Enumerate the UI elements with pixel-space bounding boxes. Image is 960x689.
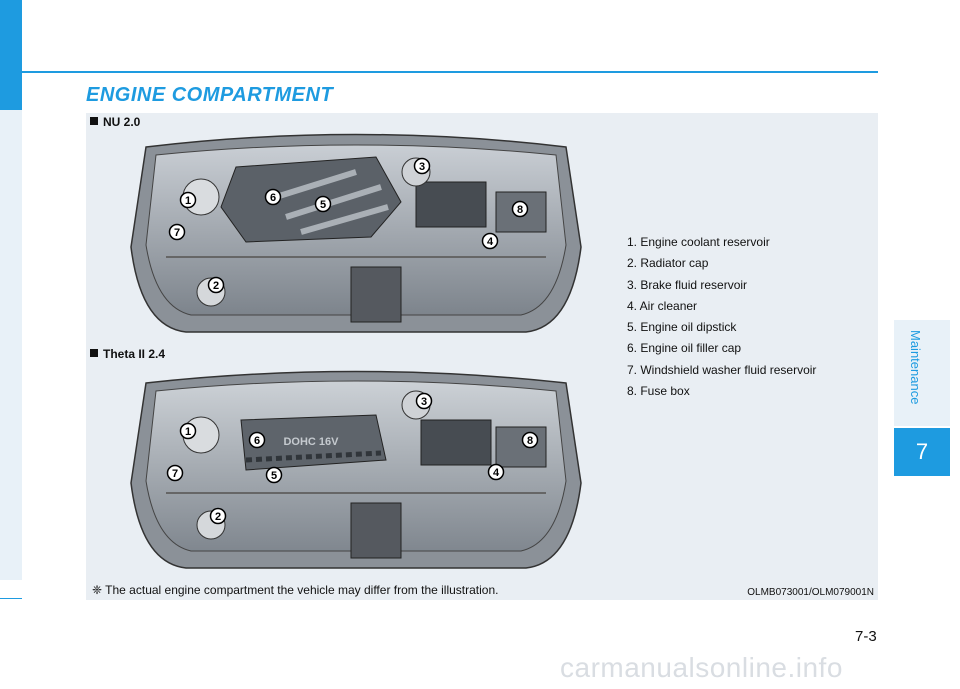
- callout-5: 5: [314, 195, 332, 213]
- legend-item: 7. Windshield washer fluid reservoir: [627, 362, 817, 377]
- callout-4: 4: [481, 232, 499, 250]
- left-accent-bar: [0, 0, 22, 110]
- svg-text:3: 3: [419, 161, 425, 173]
- callout-1: 1: [179, 422, 197, 440]
- svg-text:3: 3: [421, 396, 427, 408]
- callout-7: 7: [168, 223, 186, 241]
- bullet-square-icon: [90, 349, 98, 357]
- svg-text:6: 6: [270, 192, 276, 204]
- chapter-side-tab: Maintenance: [894, 320, 950, 426]
- callout-3: 3: [415, 392, 433, 410]
- svg-text:8: 8: [517, 204, 523, 216]
- svg-text:8: 8: [527, 435, 533, 447]
- callouts-nu: 1 2 3 4 5 6 7 8: [168, 157, 529, 294]
- left-margin-strip: [0, 0, 22, 580]
- svg-text:7: 7: [172, 468, 178, 480]
- page-title: ENGINE COMPARTMENT: [86, 84, 334, 106]
- callout-7: 7: [166, 464, 184, 482]
- svg-text:7: 7: [174, 227, 180, 239]
- bottom-left-rule: [0, 598, 22, 599]
- watermark: carmanualsonline.info: [560, 652, 843, 683]
- chapter-number-box: 7: [894, 428, 950, 476]
- page-number: 7-3: [855, 628, 877, 645]
- illustration-note: ❈ The actual engine compartment the vehi…: [92, 583, 499, 597]
- chapter-title: Maintenance: [908, 330, 923, 405]
- svg-text:6: 6: [254, 435, 260, 447]
- callout-6: 6: [248, 431, 266, 449]
- svg-text:5: 5: [320, 199, 326, 211]
- callout-6: 6: [264, 188, 282, 206]
- bullet-square-icon: [90, 117, 98, 125]
- callout-1: 1: [179, 191, 197, 209]
- callouts-theta: 1 2 3 4 5 6 7 8: [166, 392, 539, 525]
- callout-4: 4: [487, 463, 505, 481]
- callout-5: 5: [265, 466, 283, 484]
- figure-code: OLMB073001/OLM079001N: [747, 587, 874, 598]
- legend-item: 5. Engine oil dipstick: [627, 320, 737, 335]
- svg-text:4: 4: [493, 467, 500, 479]
- svg-text:1: 1: [185, 426, 191, 438]
- legend-item: 1. Engine coolant reservoir: [627, 235, 770, 249]
- header-rule: [22, 71, 878, 73]
- svg-text:5: 5: [271, 470, 277, 482]
- legend-item: 8. Fuse box: [627, 384, 690, 399]
- legend-item: 6. Engine oil filler cap: [627, 341, 742, 356]
- callout-8: 8: [521, 431, 539, 449]
- callout-2: 2: [209, 507, 227, 525]
- svg-text:4: 4: [487, 236, 494, 248]
- content-panel: NU 2.0 1 2 3 4 5 6 7 8 T: [86, 113, 878, 600]
- svg-text:1: 1: [185, 195, 191, 207]
- engine-cover-text: DOHC 16V: [283, 436, 339, 448]
- legend-item: 2. Radiator cap: [627, 256, 709, 271]
- section-label-theta: Theta II 2.4: [90, 347, 165, 361]
- legend-item: 4. Air cleaner: [627, 298, 698, 313]
- engine-illustration-theta: DOHC 16V: [130, 370, 582, 569]
- callout-8: 8: [511, 200, 529, 218]
- component-legend: 1. Engine coolant reservoir 2. Radiator …: [627, 232, 816, 402]
- callout-3: 3: [413, 157, 431, 175]
- svg-text:2: 2: [215, 511, 221, 523]
- section-label-nu: NU 2.0: [90, 115, 140, 129]
- legend-item: 3. Brake fluid reservoir: [627, 277, 748, 292]
- svg-text:2: 2: [213, 280, 219, 292]
- callout-2: 2: [207, 276, 225, 294]
